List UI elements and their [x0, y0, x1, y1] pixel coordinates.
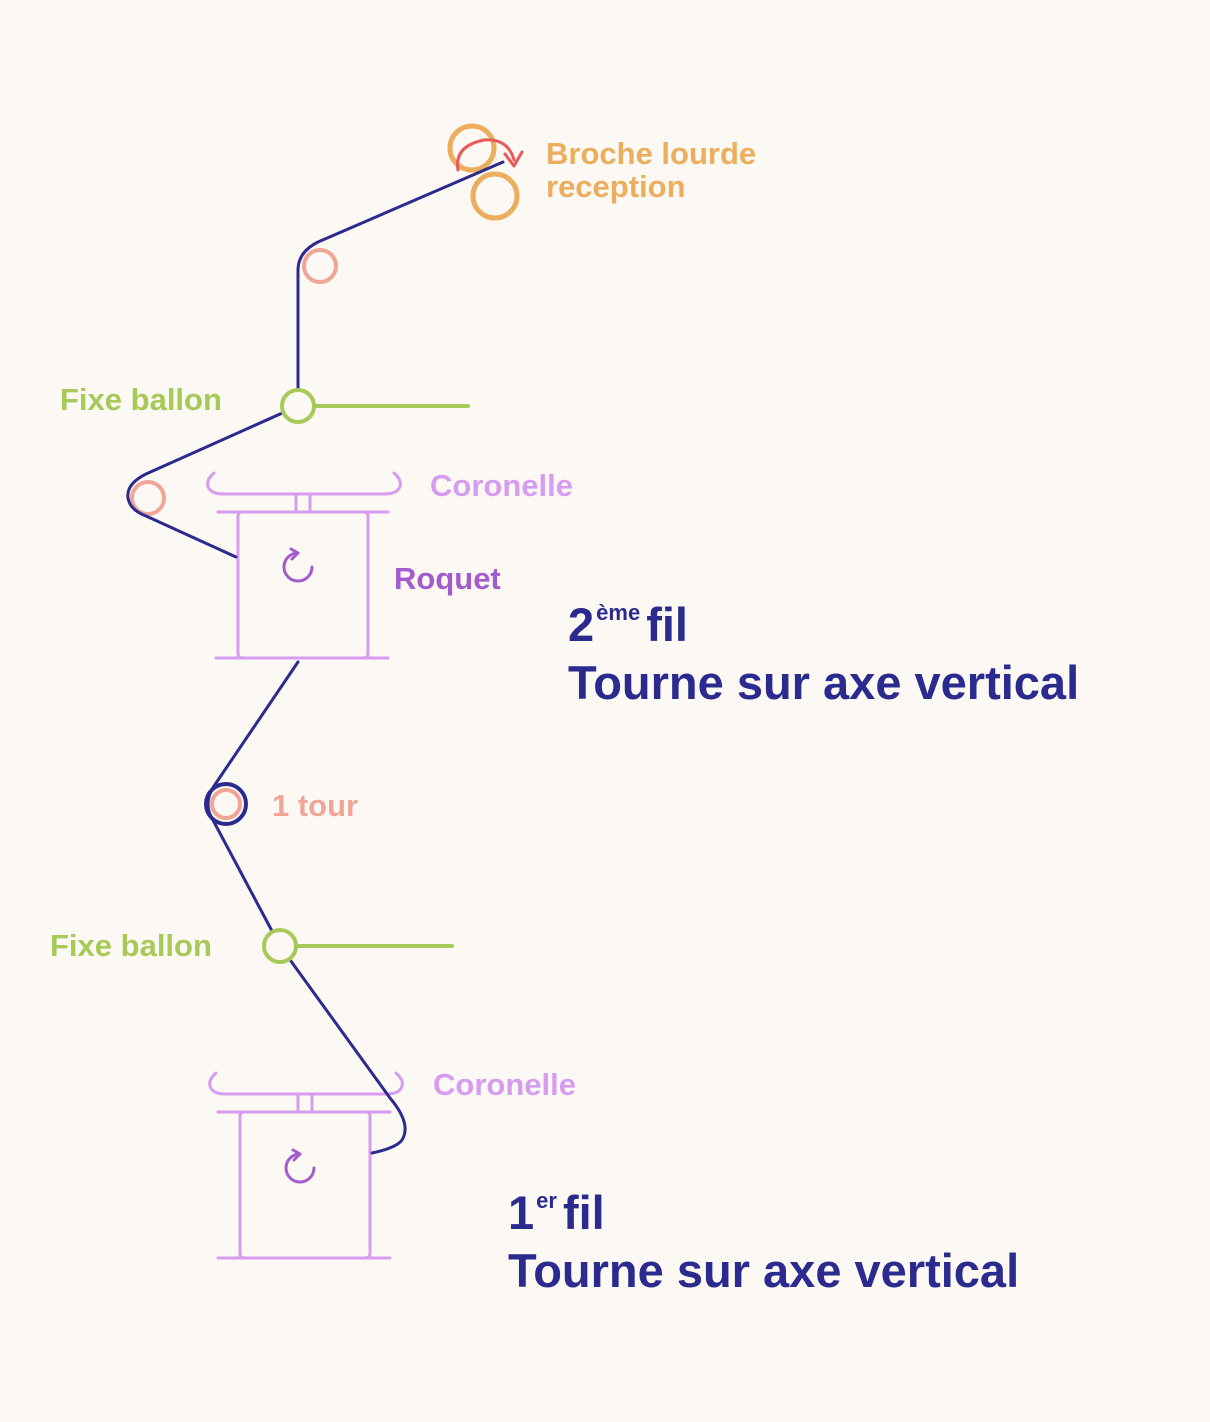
broche-rotation-arrowhead-icon: [503, 150, 524, 168]
broche-label-line2: reception: [546, 169, 686, 204]
broche-rotation-arrow-icon: [456, 138, 516, 172]
fixe-ballon-label-top: Fixe ballon: [60, 382, 222, 417]
one-tour-label: 1 tour: [272, 788, 359, 823]
coronelle-bottom-shape: [208, 1071, 404, 1096]
bobbin-bottom: [208, 1071, 404, 1260]
bobbin-top: [206, 471, 402, 660]
second-thread-subtitle: Tourne sur axe vertical: [568, 656, 1080, 709]
fixe-ballon-ring-top: [280, 388, 316, 424]
coronelle-top-shape: [206, 471, 402, 496]
second-thread-word: fil: [646, 598, 688, 651]
broche-label-line1: Broche lourde: [546, 136, 757, 171]
bobbin-bottom-body: [238, 1110, 372, 1260]
guide-circle-mid: [130, 480, 166, 516]
guide-circle-top: [302, 248, 338, 284]
broche-roller-bottom: [470, 171, 520, 221]
first-thread-word: fil: [562, 1186, 605, 1239]
second-thread-suffix: ème: [596, 600, 641, 625]
rotate-arrow-icon: [291, 1148, 302, 1162]
roquet-label: Roquet: [394, 561, 501, 596]
coronelle-label-top: Coronelle: [430, 468, 573, 503]
thread-path-lower: [206, 660, 407, 1155]
broche-label: Broche lourde reception: [546, 138, 756, 202]
second-thread-number: 2: [568, 598, 595, 651]
coronelle-label-bottom: Coronelle: [433, 1067, 576, 1102]
rotate-arrow-icon: [284, 1152, 316, 1184]
fixe-ballon-ring-bottom: [262, 928, 298, 964]
one-tour-loop: [204, 782, 248, 826]
first-thread-number: 1: [508, 1186, 535, 1239]
roquet-body: [236, 510, 370, 660]
one-tour-guide: [210, 788, 242, 820]
thread-path-upper: [126, 160, 505, 559]
first-thread-subtitle: Tourne sur axe vertical: [508, 1244, 1020, 1297]
rotate-arrow-icon: [282, 551, 314, 583]
broche-roller-top: [447, 123, 497, 173]
rotate-arrow-icon: [289, 547, 300, 561]
first-thread-suffix: er: [536, 1188, 557, 1213]
fixe-ballon-label-bottom: Fixe ballon: [50, 928, 212, 963]
